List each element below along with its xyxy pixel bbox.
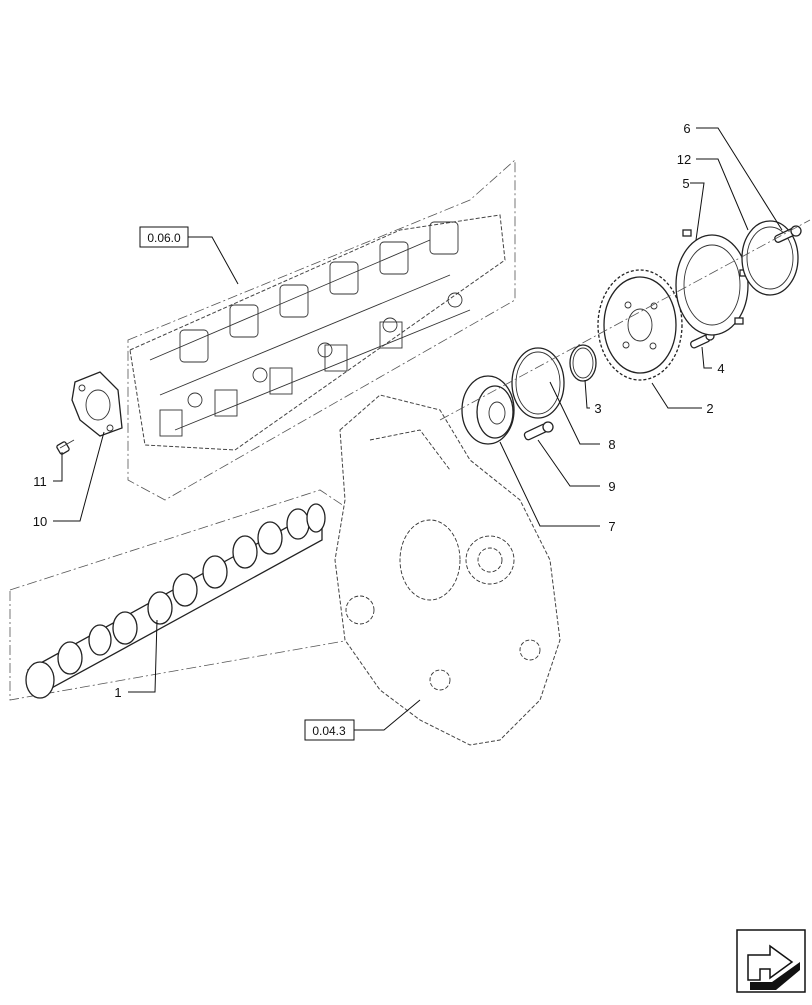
gear-2-illustration bbox=[597, 269, 683, 381]
hub-7-illustration bbox=[461, 375, 515, 445]
callout-8: 8 bbox=[608, 437, 615, 452]
callout-4: 4 bbox=[717, 361, 724, 376]
screw-11-illustration bbox=[56, 439, 75, 455]
reference-timing-cover-label: 0.04.3 bbox=[312, 724, 346, 738]
callout-7: 7 bbox=[608, 519, 615, 534]
camshaft-illustration bbox=[9, 489, 351, 701]
callout-10: 10 bbox=[33, 514, 47, 529]
callout-12: 12 bbox=[677, 152, 691, 167]
arrow-return-icon[interactable] bbox=[736, 929, 806, 993]
leader-lines bbox=[53, 127, 783, 731]
callout-1: 1 bbox=[114, 685, 121, 700]
callout-5: 5 bbox=[682, 176, 689, 191]
seal-ring-8-illustration bbox=[511, 347, 565, 419]
callout-6: 6 bbox=[683, 121, 690, 136]
callout-labels: 1 2 3 4 5 6 7 8 9 10 11 12 bbox=[33, 121, 725, 700]
screw-6-illustration bbox=[774, 225, 802, 243]
timing-cover-illustration bbox=[334, 394, 561, 746]
reference-cylinder-head-label: 0.06.0 bbox=[147, 231, 181, 245]
callout-9: 9 bbox=[608, 479, 615, 494]
plate-5-illustration bbox=[675, 229, 749, 336]
pump-flange-illustration bbox=[71, 371, 123, 437]
bolt-9-illustration bbox=[523, 421, 554, 441]
reference-cylinder-head[interactable]: 0.06.0 bbox=[139, 226, 189, 248]
callout-3: 3 bbox=[594, 401, 601, 416]
ring-3-illustration bbox=[569, 344, 597, 382]
cylinder-head-illustration bbox=[127, 159, 516, 501]
reference-timing-cover[interactable]: 0.04.3 bbox=[304, 719, 355, 741]
callout-11: 11 bbox=[33, 474, 47, 489]
callout-2: 2 bbox=[706, 401, 713, 416]
